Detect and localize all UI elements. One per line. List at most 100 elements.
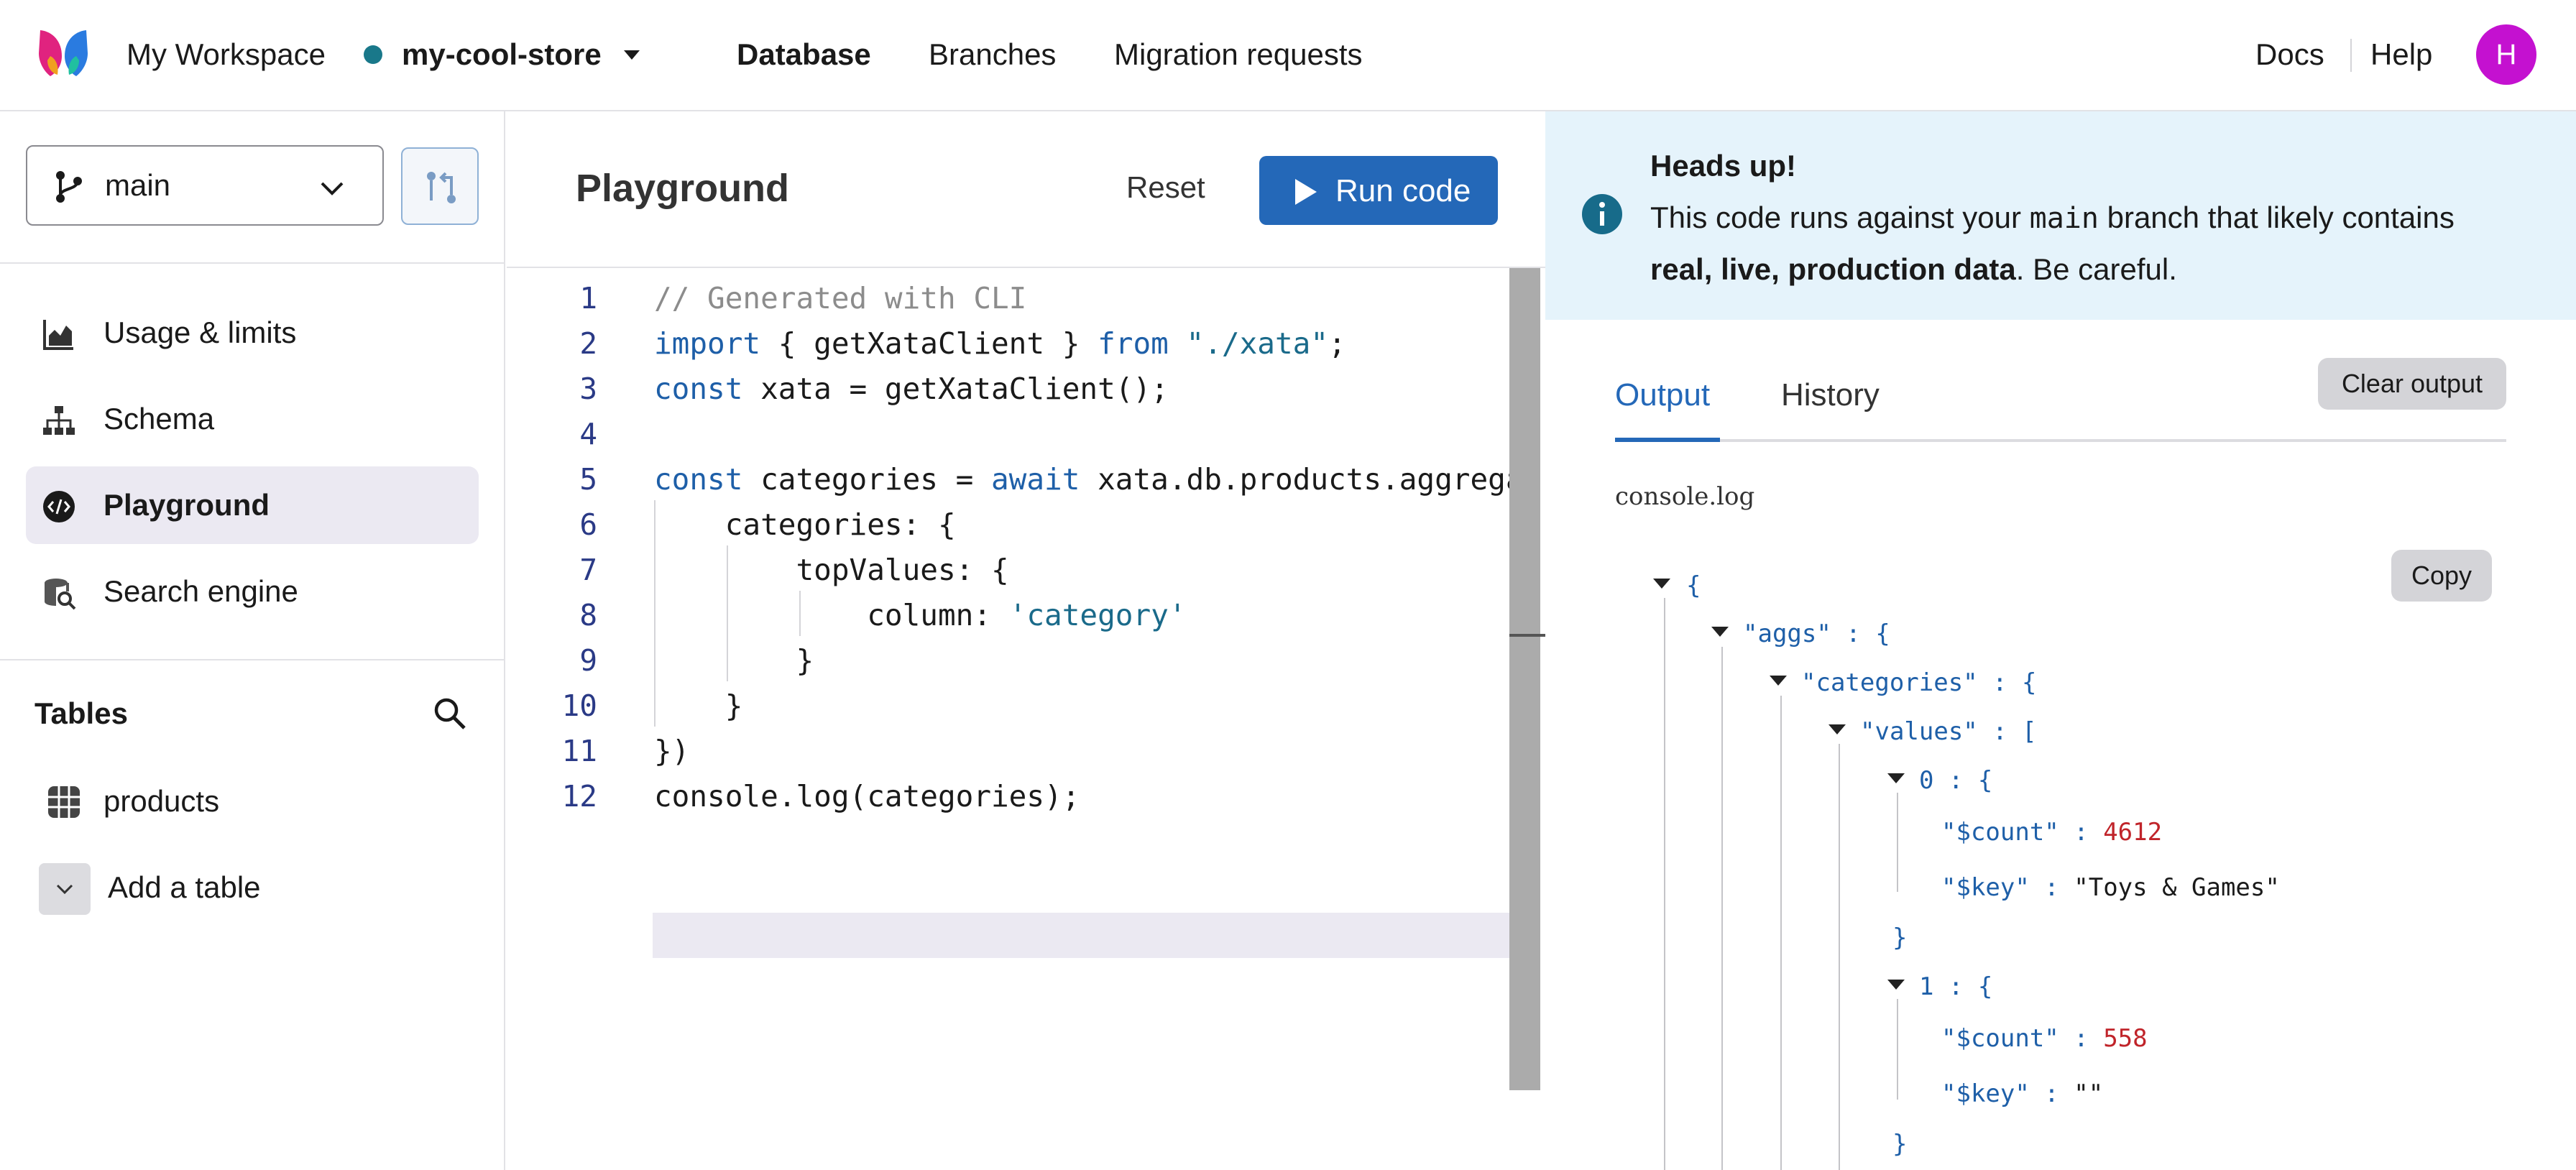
code-line[interactable]: 1 // Generated with CLI <box>507 274 1542 319</box>
sidebar-divider <box>0 262 505 264</box>
json-close-brace: } <box>1892 923 1908 952</box>
tab-active-indicator <box>1615 438 1720 442</box>
code-line[interactable]: 7 topValues: { <box>507 545 1542 591</box>
editor-scrollbar-thumb[interactable] <box>1509 268 1540 1090</box>
line-number: 3 <box>579 372 597 406</box>
collapse-toggle-icon[interactable] <box>1887 980 1905 990</box>
tabs-baseline <box>1615 439 2506 442</box>
json-close-brace: } <box>1892 1130 1908 1159</box>
code-text: }) <box>654 734 690 768</box>
collapse-toggle-icon[interactable] <box>1653 579 1670 589</box>
nav-help[interactable]: Help <box>2370 37 2433 71</box>
nav-migration-requests[interactable]: Migration requests <box>1114 37 1363 71</box>
database-search-icon <box>45 579 76 610</box>
schema-tree-icon <box>43 406 75 435</box>
copy-button[interactable]: Copy <box>2391 550 2492 602</box>
nav-branches[interactable]: Branches <box>929 37 1057 71</box>
code-circle-icon <box>43 491 75 522</box>
code-line[interactable]: 9 } <box>507 636 1542 681</box>
sidebar-item-playground[interactable]: Playground <box>26 466 479 544</box>
indent-guide <box>727 545 728 681</box>
sidebar-item-label: Schema <box>104 402 215 436</box>
nav-divider <box>2350 39 2352 72</box>
alert-title: Heads up! <box>1650 149 1797 183</box>
code-line[interactable]: 8 column: 'category' <box>507 591 1542 636</box>
workspace-name[interactable]: My Workspace <box>126 37 326 71</box>
collapse-toggle-icon[interactable] <box>1828 724 1846 734</box>
tab-history[interactable]: History <box>1781 377 1880 413</box>
sidebar-item-label: Playground <box>104 488 270 522</box>
nav-docs[interactable]: Docs <box>2255 37 2324 71</box>
tree-guide <box>1664 598 1665 1170</box>
git-branch-icon <box>56 171 82 203</box>
reset-button[interactable]: Reset <box>1126 170 1205 204</box>
json-line-item1: 1 : { <box>1919 972 1993 1001</box>
warning-alert: Heads up! This code runs against your ma… <box>1545 111 2576 320</box>
code-text: } <box>654 643 814 678</box>
chevron-down-icon <box>321 182 344 195</box>
code-line[interactable]: 11}) <box>507 727 1542 772</box>
sidebar-item-schema[interactable]: Schema <box>26 380 479 458</box>
line-number: 1 <box>579 281 597 315</box>
add-table-toggle <box>39 863 91 915</box>
code-text: // Generated with CLI <box>654 281 1027 315</box>
json-line-categories: "categories" : { <box>1801 668 2037 697</box>
tree-guide <box>1780 696 1782 1170</box>
line-number: 7 <box>579 553 597 587</box>
code-line[interactable]: 10 } <box>507 681 1542 727</box>
xata-logo-icon[interactable] <box>37 27 89 79</box>
alert-text-line1: This code runs against your main branch … <box>1650 201 2455 235</box>
line-number: 11 <box>561 734 597 768</box>
json-tree: { "aggs" : { "categories" : { "values" :… <box>1545 111 2576 1170</box>
playground-editor: Playground Reset Run code 1 // Generated … <box>507 111 1545 1170</box>
alert-emphasis: real, live, production data <box>1650 252 2016 286</box>
code-line[interactable]: 4 <box>507 410 1542 455</box>
branch-selector[interactable]: main <box>26 145 384 226</box>
table-item-products[interactable]: products <box>26 765 479 837</box>
json-open-brace: { <box>1686 571 1701 600</box>
collapse-toggle-icon[interactable] <box>1770 676 1787 686</box>
bar-chart-icon <box>43 320 73 350</box>
tree-guide <box>1897 999 1898 1100</box>
sidebar-item-search-engine[interactable]: Search engine <box>26 553 479 630</box>
json-line-values: "values" : [ <box>1860 717 2037 746</box>
run-code-button[interactable]: Run code <box>1259 156 1498 225</box>
tree-guide <box>1897 793 1898 892</box>
code-text: column: 'category' <box>654 598 1187 632</box>
tab-output[interactable]: Output <box>1615 377 1711 413</box>
json-line-item0: 0 : { <box>1919 766 1993 795</box>
line-number: 5 <box>579 462 597 497</box>
database-caret-icon[interactable] <box>624 50 640 60</box>
editor-scroll-marker <box>1509 634 1545 637</box>
sidebar-item-usage[interactable]: Usage & limits <box>26 294 479 372</box>
code-line[interactable]: 6 categories: { <box>507 500 1542 545</box>
table-grid-icon <box>48 786 80 818</box>
database-status-dot <box>364 45 382 64</box>
play-icon <box>1295 179 1317 205</box>
page-title: Playground <box>576 167 790 210</box>
active-line-highlight <box>653 913 1542 958</box>
search-icon[interactable] <box>431 695 469 732</box>
sidebar-item-label: Usage & limits <box>104 315 297 349</box>
code-text: } <box>654 688 743 723</box>
json-line-aggs: "aggs" : { <box>1743 619 1890 648</box>
add-table-button[interactable]: Add a table <box>26 852 479 923</box>
alert-text-line2: real, live, production data. Be careful. <box>1650 252 2177 286</box>
chevron-down-icon <box>56 884 73 895</box>
tree-guide <box>1721 647 1723 1170</box>
user-avatar[interactable]: H <box>2476 24 2536 85</box>
clear-output-button[interactable]: Clear output <box>2318 358 2506 410</box>
collapse-toggle-icon[interactable] <box>1711 627 1729 637</box>
nav-database[interactable]: Database <box>737 37 871 71</box>
compare-branches-button[interactable] <box>401 147 479 225</box>
database-name[interactable]: my-cool-store <box>402 37 602 71</box>
run-code-label: Run code <box>1335 173 1471 208</box>
code-text: const xata = getXataClient(); <box>654 372 1169 406</box>
code-line[interactable]: 3 const xata = getXataClient(); <box>507 364 1542 410</box>
indent-guide <box>654 500 656 727</box>
collapse-toggle-icon[interactable] <box>1887 773 1905 783</box>
